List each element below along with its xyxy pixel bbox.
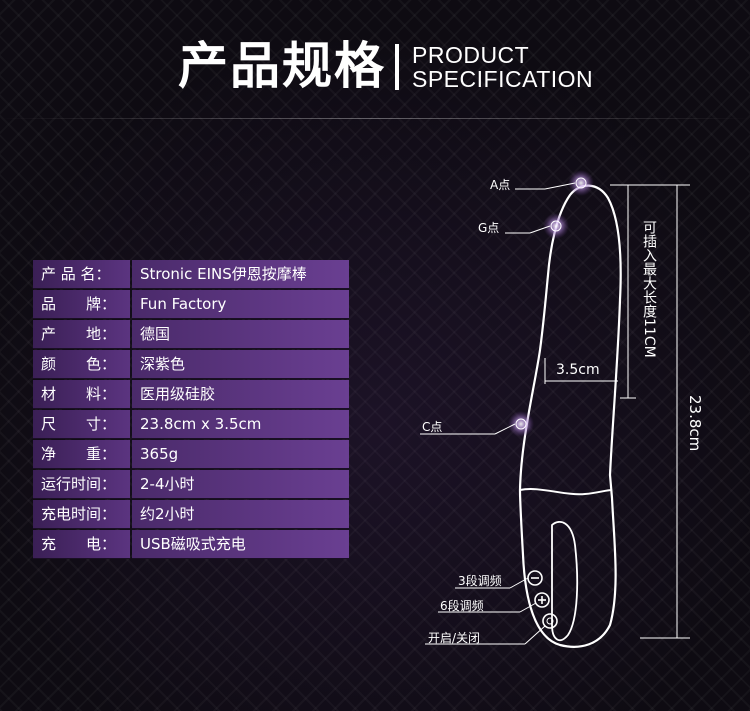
page-subtitle: PRODUCT SPECIFICATION bbox=[412, 43, 593, 91]
point-g-glow bbox=[543, 213, 569, 239]
subtitle-line-2: SPECIFICATION bbox=[412, 66, 594, 92]
spec-label: 充 电： bbox=[33, 530, 130, 559]
handle-seam bbox=[519, 488, 613, 496]
spec-table: 产 品 名： Stronic EINS伊恩按摩棒 品 牌： Fun Factor… bbox=[33, 260, 349, 560]
subtitle-line-1: PRODUCT bbox=[412, 42, 530, 68]
spec-label: 尺 寸： bbox=[33, 410, 130, 439]
spec-label: 产 品 名： bbox=[33, 260, 130, 289]
spec-value: 德国 bbox=[132, 320, 349, 349]
callout-line-a2 bbox=[544, 182, 576, 190]
callout-line-g2 bbox=[529, 225, 551, 234]
spec-value: 医用级硅胶 bbox=[132, 380, 349, 409]
spec-row: 运行时间： 2-4小时 bbox=[33, 470, 349, 500]
button-2-label: 6段调频 bbox=[440, 599, 484, 613]
product-outline bbox=[518, 184, 622, 648]
point-g-label: G点 bbox=[478, 221, 500, 235]
callout-line-c2 bbox=[494, 423, 516, 435]
spec-label: 材 料： bbox=[33, 380, 130, 409]
spec-row: 产 地： 德国 bbox=[33, 320, 349, 350]
callout-line-button-1b bbox=[509, 577, 529, 589]
spec-value: 约2小时 bbox=[132, 500, 349, 529]
point-a-glow bbox=[568, 170, 594, 196]
spec-row: 净 重： 365g bbox=[33, 440, 349, 470]
spec-row: 充电时间： 约2小时 bbox=[33, 500, 349, 530]
spec-value: 2-4小时 bbox=[132, 470, 349, 499]
spec-row: 颜 色： 深紫色 bbox=[33, 350, 349, 380]
point-a-label: A点 bbox=[490, 178, 511, 192]
spec-row: 材 料： 医用级硅胶 bbox=[33, 380, 349, 410]
spec-label: 颜 色： bbox=[33, 350, 130, 379]
point-c-ring bbox=[515, 418, 527, 430]
spec-label: 品 牌： bbox=[33, 290, 130, 319]
header-divider bbox=[0, 118, 750, 119]
spec-value: USB磁吸式充电 bbox=[132, 530, 349, 559]
spec-value: 23.8cm x 3.5cm bbox=[132, 410, 349, 439]
spec-label: 净 重： bbox=[33, 440, 130, 469]
width-label: 3.5cm bbox=[556, 362, 600, 378]
power-button-glyph bbox=[546, 617, 554, 625]
button-3-label: 开启/关闭 bbox=[428, 631, 481, 645]
point-c-label: C点 bbox=[422, 420, 443, 434]
title-separator bbox=[395, 44, 399, 90]
spec-row: 品 牌： Fun Factory bbox=[33, 290, 349, 320]
spec-label: 运行时间： bbox=[33, 470, 130, 499]
spec-value: Stronic EINS伊恩按摩棒 bbox=[132, 260, 349, 289]
spec-value: 深紫色 bbox=[132, 350, 349, 379]
point-a-ring bbox=[575, 177, 587, 189]
power-button-icon bbox=[542, 613, 558, 629]
spec-value: 365g bbox=[132, 440, 349, 469]
button-1-label: 3段调频 bbox=[458, 574, 502, 588]
spec-value: Fun Factory bbox=[132, 290, 349, 319]
page-title: 产品规格 bbox=[178, 37, 386, 95]
spec-label: 产 地： bbox=[33, 320, 130, 349]
spec-label: 充电时间： bbox=[33, 500, 130, 529]
spec-row: 尺 寸： 23.8cm x 3.5cm bbox=[33, 410, 349, 440]
spec-row: 充 电： USB磁吸式充电 bbox=[33, 530, 349, 560]
plus-button-icon bbox=[534, 592, 550, 608]
header: 产品规格 PRODUCT SPECIFICATION bbox=[0, 0, 750, 110]
thumb-groove bbox=[551, 521, 579, 642]
spec-row: 产 品 名： Stronic EINS伊恩按摩棒 bbox=[33, 260, 349, 290]
point-c-glow bbox=[508, 411, 534, 437]
total-length-label: 23.8cm bbox=[686, 395, 704, 452]
callout-line-button-3b bbox=[524, 625, 546, 645]
callout-line-button-2b bbox=[519, 602, 537, 613]
point-g-ring bbox=[550, 220, 562, 232]
insert-length-label: 可插入最大长度11CM bbox=[641, 220, 657, 358]
